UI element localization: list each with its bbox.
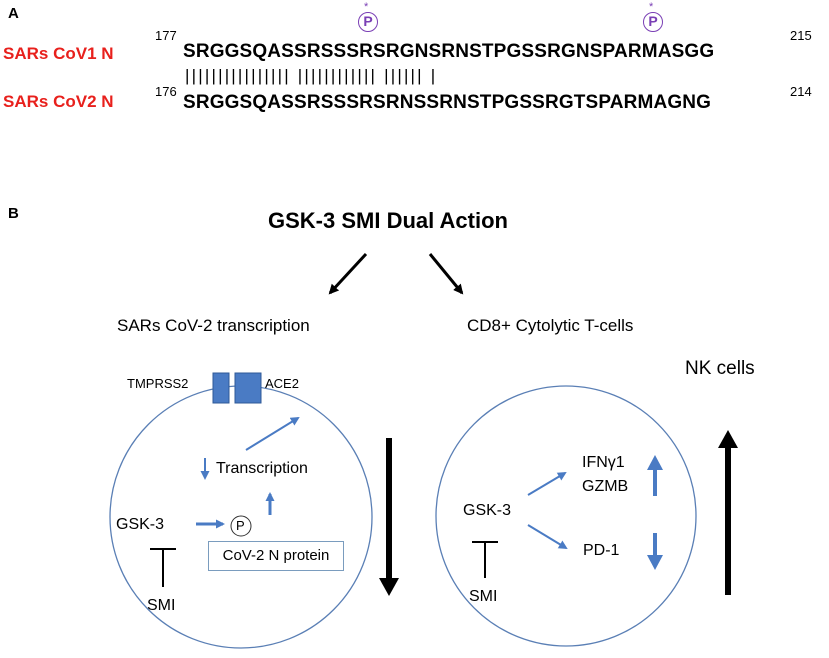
- right-gsk3-label: GSK-3: [463, 502, 512, 519]
- gsk3-to-ifng-arrow: [527, 471, 567, 496]
- transcription-label: Transcription: [216, 460, 308, 477]
- left-smi-label: SMI: [147, 597, 176, 614]
- panel-b-title: GSK-3 SMI Dual Action: [268, 208, 508, 233]
- cov1-sequence: SRGGSQASSRSSSRSRGNSRNSTPGSSRGNSPARMASGG: [183, 41, 715, 62]
- panel-b-label: B: [8, 205, 19, 222]
- cov2-start-number: 176: [155, 84, 177, 99]
- identity-bars: |||||||||||||||| |||||||||||| |||||| |: [185, 66, 438, 85]
- phospho-star-2: *: [649, 1, 654, 13]
- n-protein-box: CoV-2 N protein: [208, 541, 344, 571]
- cov1-name: SARs CoV1 N: [3, 44, 114, 63]
- tmprss2-receptor-icon: [212, 372, 230, 404]
- gzmb-label: GZMB: [582, 478, 629, 495]
- left-subtitle: SARs CoV-2 transcription: [117, 316, 310, 335]
- cov2-sequence: SRGGSQASSRSSSRSRNSSRNSTPGSSRGTSPARMAGNG: [183, 92, 712, 113]
- phospho-star-1: *: [364, 1, 369, 13]
- tmprss2-label: TMPRSS2: [127, 376, 189, 391]
- left-inhibition-bar: [150, 548, 176, 587]
- phospho-p-label: P: [236, 518, 245, 533]
- split-arrow-left: [328, 252, 368, 295]
- cov2-name: SARs CoV2 N: [3, 92, 114, 111]
- ace2-receptor-icon: [234, 372, 262, 404]
- right-cell-membrane: [435, 385, 697, 647]
- pd1-label: PD-1: [583, 542, 620, 559]
- ace2-label: ACE2: [265, 376, 299, 391]
- cov2-end-number: 214: [790, 84, 812, 99]
- transcription-to-ace2-arrow: [245, 416, 300, 451]
- gsk3-to-pd1-arrow: [527, 524, 568, 550]
- ifng-label: IFNγ1: [582, 454, 625, 471]
- nk-cells-label: NK cells: [685, 358, 755, 379]
- phospho-site-2-icon: P: [643, 12, 663, 32]
- cov1-start-number: 177: [155, 28, 177, 43]
- cov1-end-number: 215: [790, 28, 812, 43]
- right-inhibition-bar: [472, 541, 498, 578]
- panel-a-label: A: [8, 5, 19, 22]
- right-subtitle: CD8+ Cytolytic T-cells: [467, 316, 634, 335]
- split-arrow-right: [428, 253, 464, 295]
- right-smi-label: SMI: [469, 588, 498, 605]
- phospho-p-icon: [230, 515, 252, 537]
- left-gsk3-label: GSK-3: [116, 516, 165, 533]
- phospho-site-1-icon: P: [358, 12, 378, 32]
